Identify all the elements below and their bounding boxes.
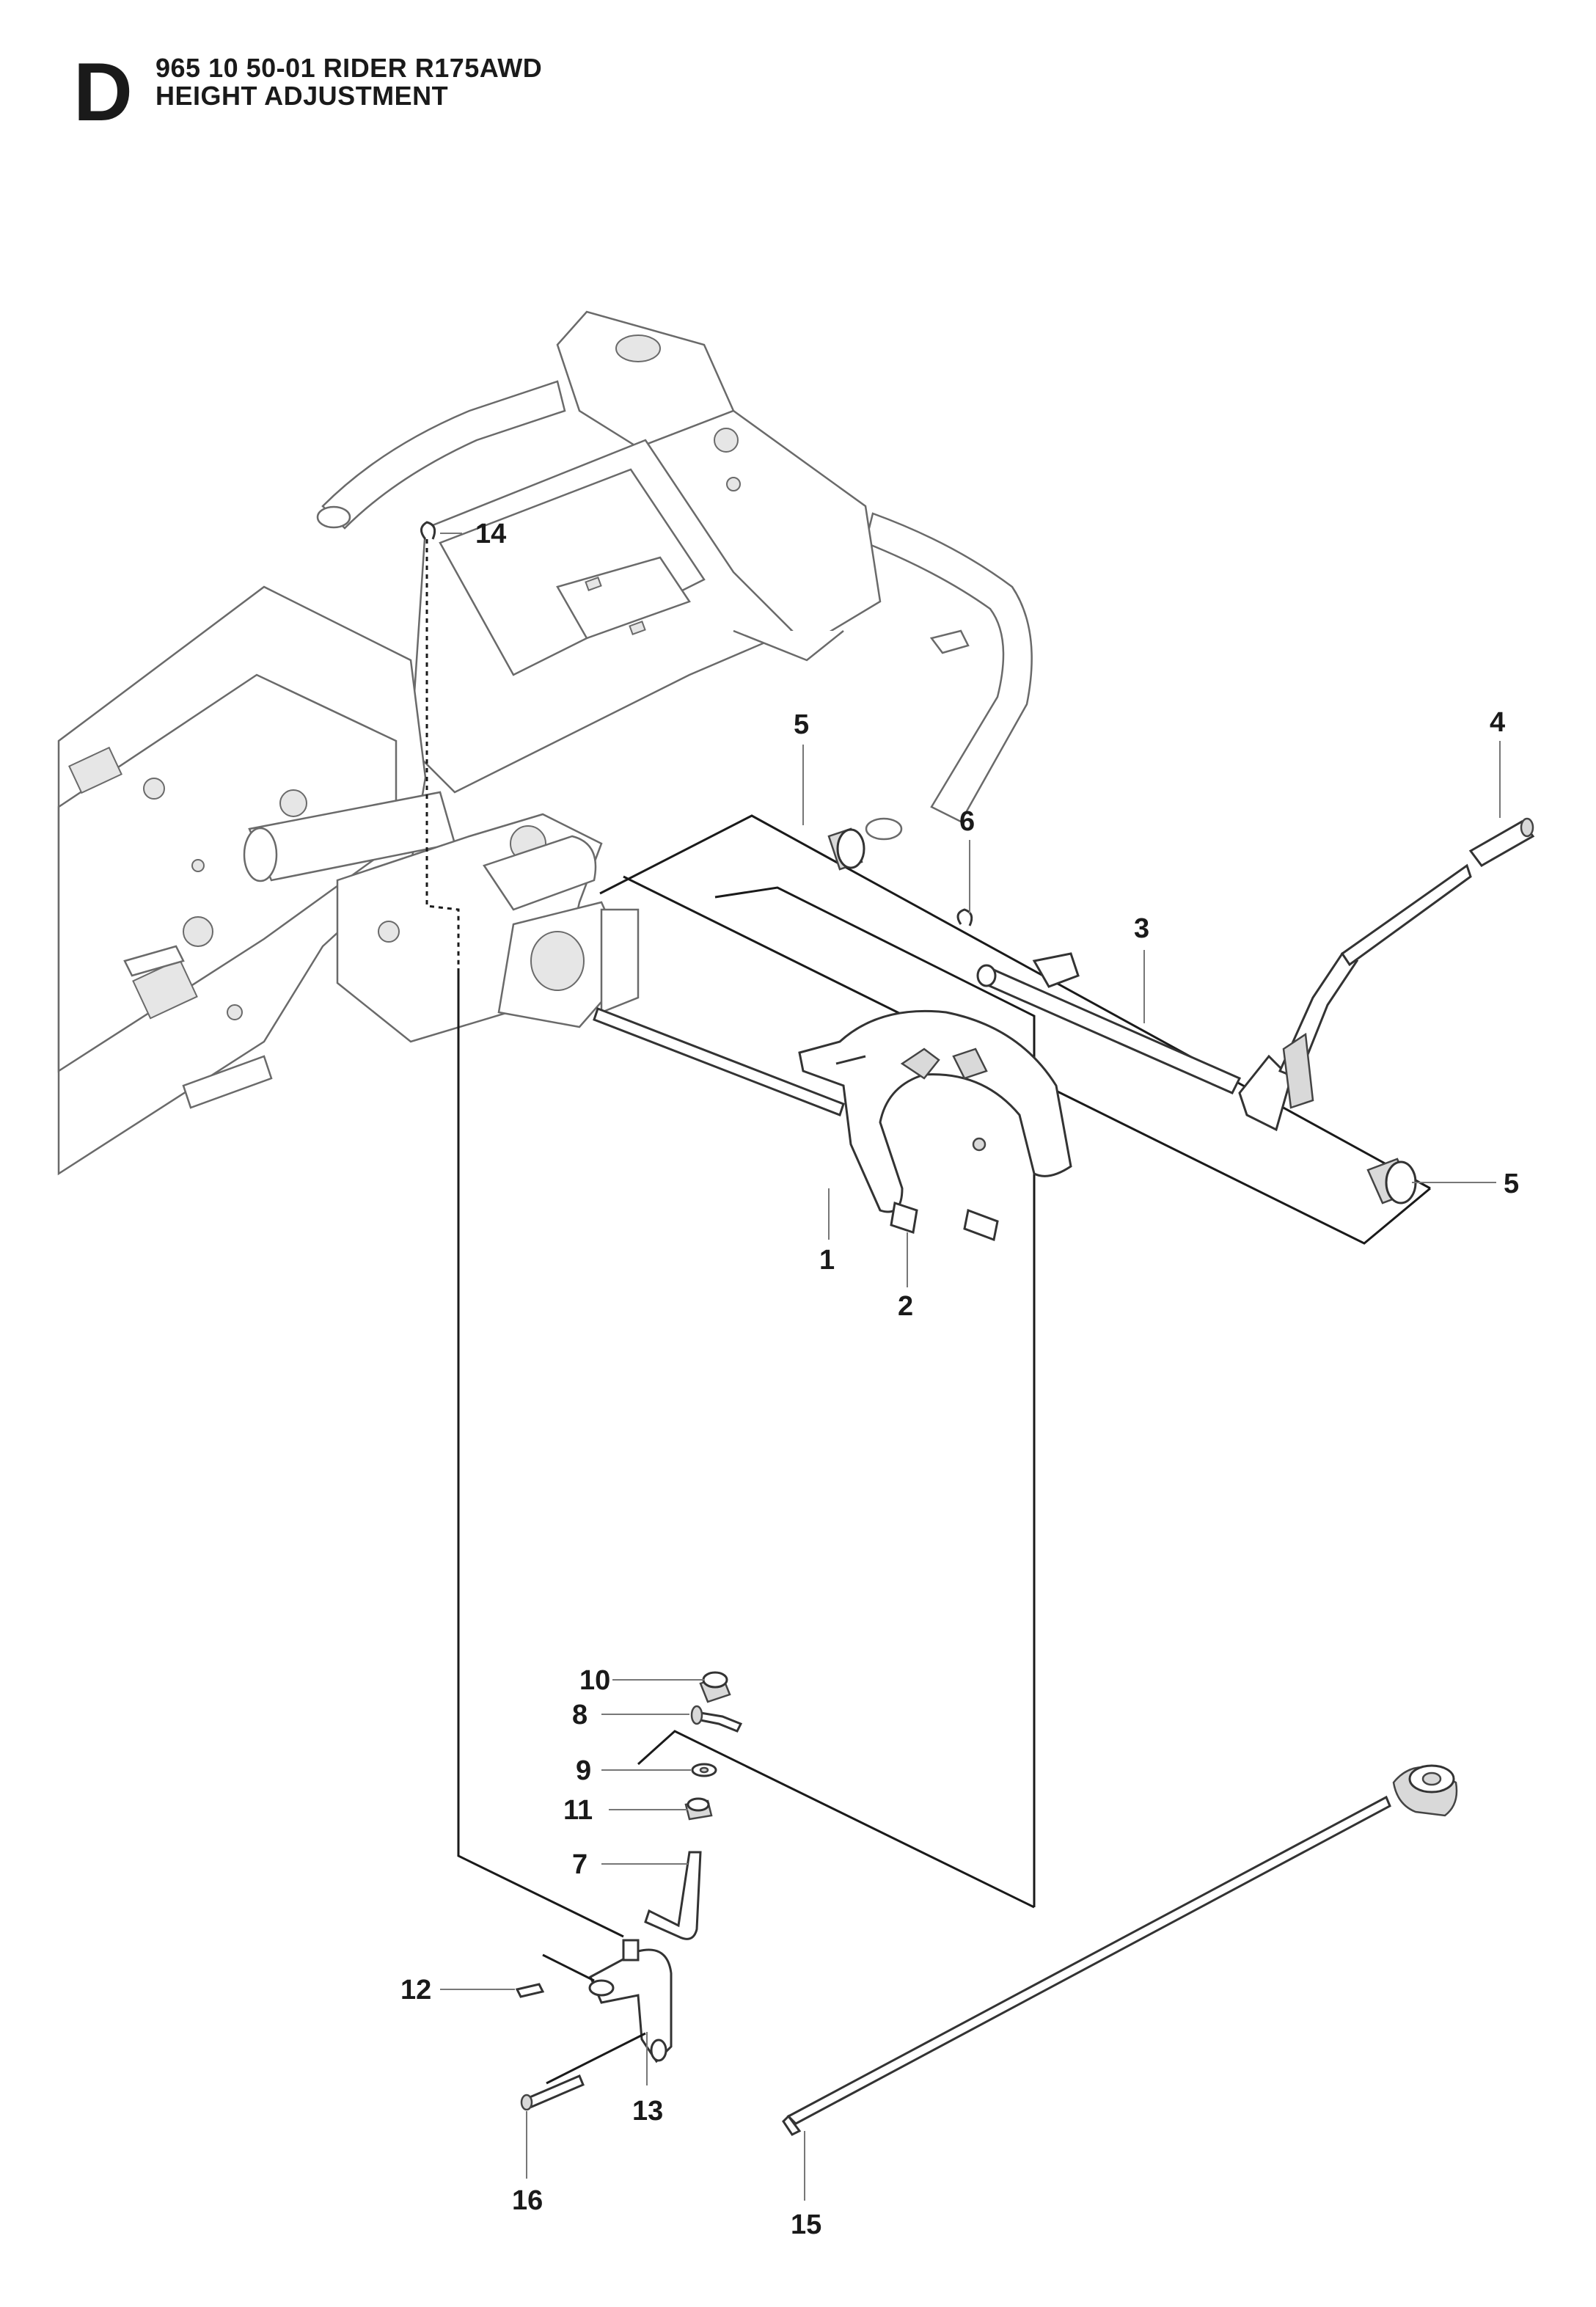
part-16-pin bbox=[520, 2074, 585, 2111]
callout-10: 10 bbox=[579, 1665, 610, 1696]
callout-12: 12 bbox=[400, 1975, 431, 2006]
part-5-bushing-upper bbox=[827, 827, 865, 871]
part-5-bushing-lower bbox=[1366, 1158, 1417, 1204]
part-13-link-arm bbox=[588, 1939, 673, 2063]
callout-3: 3 bbox=[1134, 913, 1149, 944]
model-title: 965 10 50-01 RIDER R175AWD bbox=[155, 53, 543, 83]
callout-7: 7 bbox=[572, 1849, 587, 1880]
callout-6: 6 bbox=[959, 806, 975, 837]
callout-9: 9 bbox=[576, 1755, 591, 1786]
part-8-bolt bbox=[690, 1705, 743, 1733]
callout-1: 1 bbox=[819, 1245, 835, 1276]
callout-leaders bbox=[440, 533, 1501, 2201]
part-14-clip bbox=[420, 521, 436, 540]
callout-13: 13 bbox=[632, 2096, 663, 2127]
callout-11: 11 bbox=[563, 1795, 593, 1826]
part-9-washer bbox=[691, 1763, 717, 1777]
callout-4: 4 bbox=[1490, 707, 1505, 738]
part-1-segment-plate bbox=[798, 1009, 1072, 1213]
section-letter: D bbox=[73, 46, 133, 138]
callout-5-lower: 5 bbox=[1504, 1169, 1519, 1199]
chassis-frame bbox=[57, 310, 1033, 1176]
part-12-pin bbox=[515, 1983, 545, 1998]
part-6-clip bbox=[956, 908, 973, 926]
adjustment-shaft bbox=[593, 1007, 845, 1116]
part-7-threaded-rod bbox=[644, 1851, 702, 1940]
callout-15: 15 bbox=[791, 2209, 821, 2240]
part-11-nut bbox=[684, 1797, 713, 1821]
callouts: 14 5 6 3 4 5 1 2 10 8 9 11 7 12 13 15 16 bbox=[400, 519, 1519, 2240]
callout-5-upper: 5 bbox=[794, 709, 809, 740]
part-10-nut-top bbox=[699, 1671, 731, 1703]
part-3-lever-assembly bbox=[976, 863, 1472, 1132]
callout-14: 14 bbox=[475, 519, 506, 549]
assembly-title: HEIGHT ADJUSTMENT bbox=[155, 81, 449, 111]
callout-8: 8 bbox=[572, 1700, 587, 1730]
part-15-long-rod bbox=[782, 1764, 1458, 2136]
part-4-threaded-knob bbox=[1468, 817, 1535, 867]
callout-16: 16 bbox=[512, 2185, 543, 2216]
callout-2: 2 bbox=[898, 1291, 913, 1322]
part-2-bolts bbox=[890, 1202, 999, 1242]
